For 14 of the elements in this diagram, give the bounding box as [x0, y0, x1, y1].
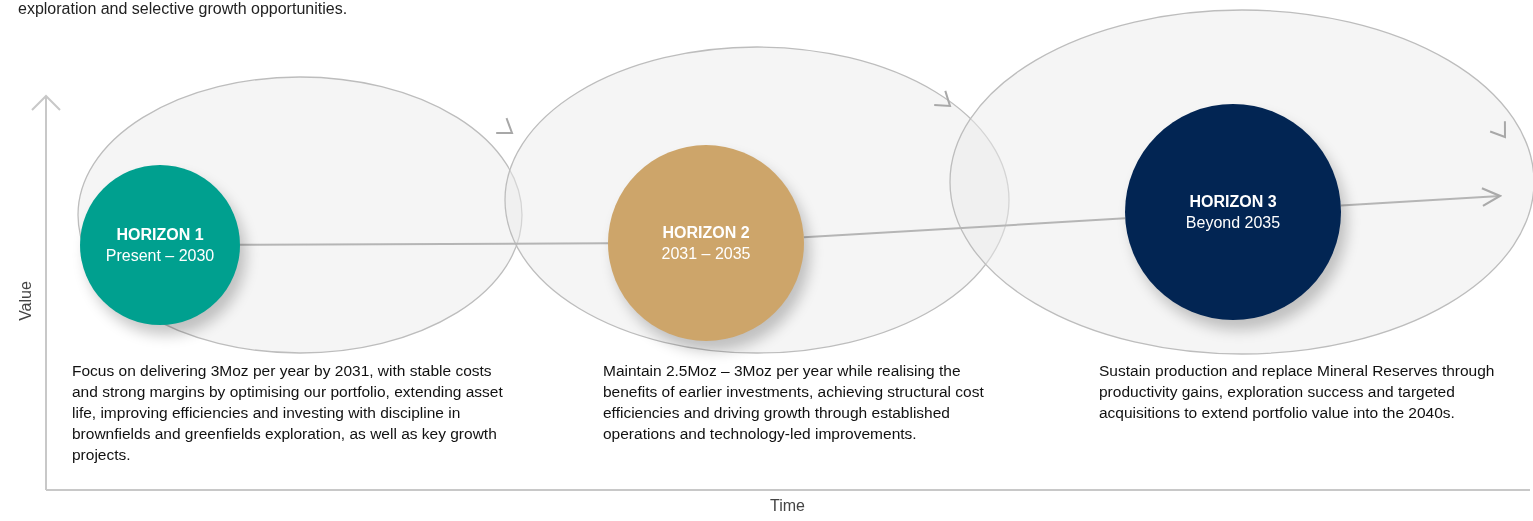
- horizon-title: HORIZON 1: [116, 225, 204, 245]
- horizon-description: Sustain production and replace Mineral Reserves through productivity gains, exploration success and targeted acquisitions to extend portfolio value into the 2040s.: [1099, 361, 1496, 423]
- axis-label: Time: [770, 497, 805, 515]
- axis-label: Value: [16, 281, 35, 321]
- horizon-period: 2031 – 2035: [661, 244, 751, 264]
- horizon-description: Focus on delivering 3Moz per year by 2031, with stable costs and strong margins by optimising our portfolio, extending asset life, improving efficiencies and investing with discipline in brownfields and greenfields exploration, as well as key growth projects.: [72, 361, 504, 465]
- trend-arrow: [1339, 187, 1502, 207]
- horizon-title: HORIZON 2: [662, 223, 750, 243]
- horizon-period: Present – 2030: [105, 246, 215, 266]
- horizon-description: Maintain 2.5Moz – 3Moz per year while realising the benefits of earlier investments, achieving structural cost efficiencies and driving growth through established operations and technology-led improvements.: [603, 361, 985, 444]
- horizon-title: HORIZON 3: [1189, 192, 1277, 212]
- horizon-circle: [80, 165, 240, 325]
- intro-text: exploration and selective growth opportunities.: [18, 0, 348, 18]
- horizon-period: Beyond 2035: [1185, 213, 1281, 233]
